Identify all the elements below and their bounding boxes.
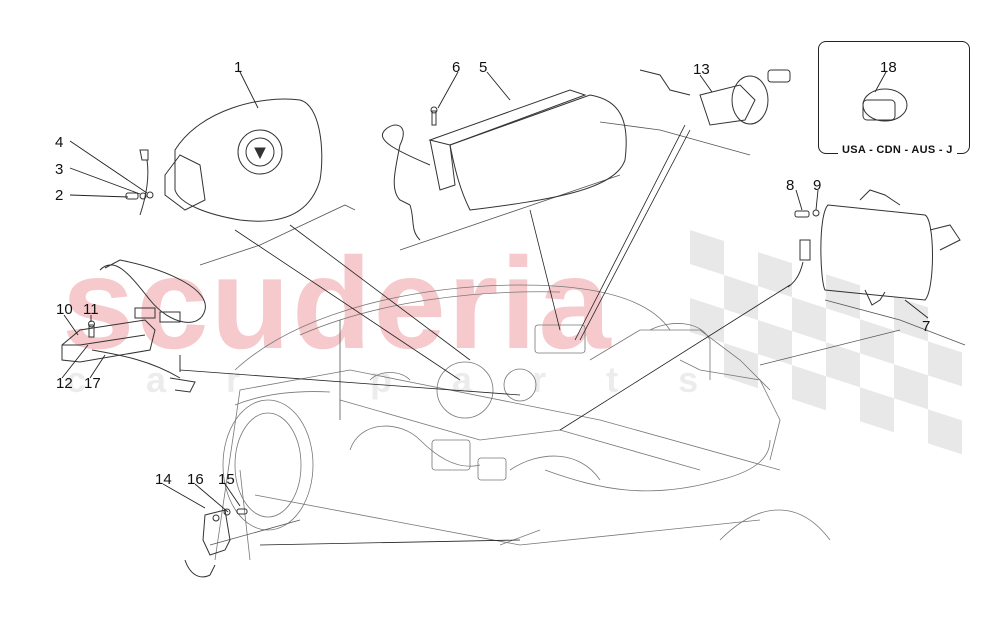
callout-11[interactable]: 11 bbox=[83, 301, 99, 318]
callout-4[interactable]: 4 bbox=[55, 134, 64, 151]
callout-7[interactable]: 7 bbox=[922, 318, 931, 335]
leader-lines bbox=[61, 71, 929, 546]
control-unit-drawing bbox=[61, 259, 206, 393]
callout-10[interactable]: 10 bbox=[56, 301, 73, 318]
callout-5[interactable]: 5 bbox=[479, 59, 488, 76]
side-airbag-drawing bbox=[787, 189, 961, 306]
passenger-airbag-drawing bbox=[382, 89, 627, 241]
callout-15[interactable]: 15 bbox=[218, 471, 235, 488]
region-variant-box bbox=[818, 41, 970, 154]
driver-airbag-drawing bbox=[164, 98, 323, 222]
callout-8[interactable]: 8 bbox=[786, 177, 795, 194]
watermark-subtext: car parts bbox=[66, 359, 759, 400]
screw-washer-group-1 bbox=[125, 149, 154, 216]
callout-13[interactable]: 13 bbox=[693, 61, 710, 78]
callout-2[interactable]: 2 bbox=[55, 187, 64, 204]
callout-17[interactable]: 17 bbox=[84, 375, 101, 392]
deactivation-switch-drawing bbox=[639, 69, 791, 126]
callout-1[interactable]: 1 bbox=[234, 59, 243, 76]
callout-16[interactable]: 16 bbox=[187, 471, 204, 488]
region-variant-label: USA - CDN - AUS - J bbox=[838, 143, 957, 157]
plug-drawing bbox=[862, 88, 908, 122]
callout-6[interactable]: 6 bbox=[452, 59, 461, 76]
callout-12[interactable]: 12 bbox=[56, 375, 73, 392]
callout-18[interactable]: 18 bbox=[880, 59, 897, 76]
car-body-outline bbox=[214, 284, 831, 561]
callout-9[interactable]: 9 bbox=[813, 177, 822, 194]
callout-3[interactable]: 3 bbox=[55, 161, 64, 178]
callout-14[interactable]: 14 bbox=[155, 471, 172, 488]
